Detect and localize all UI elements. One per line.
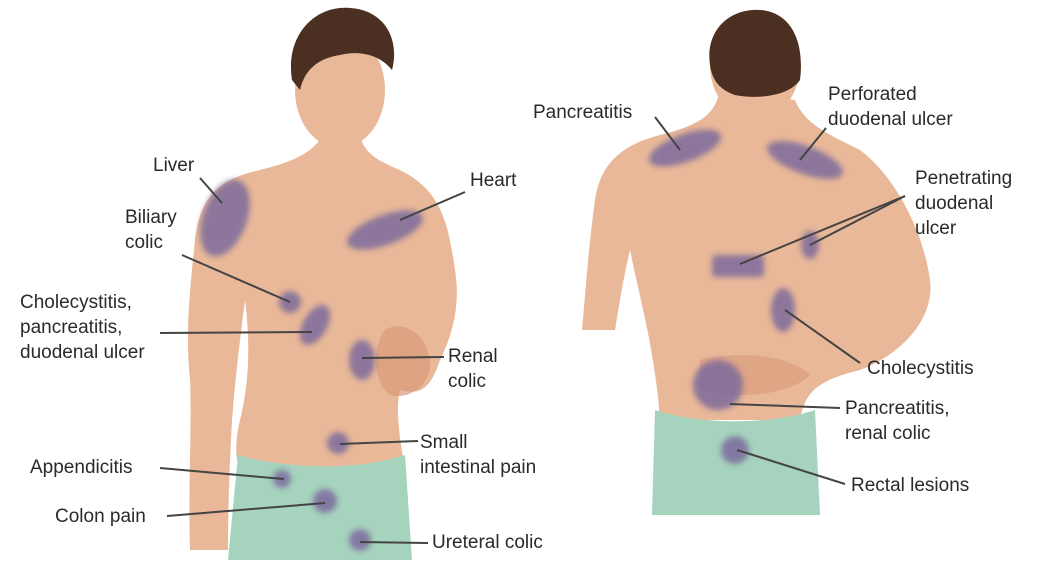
leader-biliary [181, 254, 291, 303]
label-renal-colic: Renal colic [448, 346, 498, 392]
leader-perforated [799, 127, 827, 161]
pain-area-back-right-shoulder [767, 141, 843, 179]
label-liver: Liver [153, 155, 195, 176]
leader-cholecystitis [159, 331, 313, 334]
label-cholecystitis-back: Cholecystitis [867, 358, 974, 379]
leader-liver [199, 177, 223, 204]
front-hair [290, 7, 395, 90]
label-appendicitis: Appendicitis [30, 457, 133, 478]
leader-small-intestine [339, 440, 419, 445]
label-cholecystitis-pancreatitis-duodenal-ulcer: Cholecystitis, pancreatitis, duodenal ul… [20, 292, 145, 363]
pain-area-back-cholecystitis [771, 288, 795, 332]
pain-area-ureter [349, 529, 371, 551]
leader-ureteral [359, 541, 429, 544]
label-pancreatitis-renal-colic: Pancreatitis, renal colic [845, 398, 950, 444]
pain-area-rectal [721, 436, 749, 464]
leader-pancreatitis-renal [729, 403, 841, 409]
label-small-intestinal-pain: Small intestinal pain [420, 432, 537, 478]
label-pancreatitis: Pancreatitis [533, 102, 633, 123]
label-perforated-duodenal-ulcer: Perforated duodenal ulcer [828, 84, 953, 130]
label-ureteral-colic: Ureteral colic [432, 532, 543, 553]
leader-lines [159, 116, 906, 544]
pain-area-renal [349, 340, 375, 380]
pain-area-back-left-shoulder [648, 129, 722, 167]
leader-back-cholecystitis [784, 309, 861, 364]
leader-heart [399, 191, 466, 221]
leader-rectal [736, 449, 846, 485]
pain-area-heart [347, 210, 423, 250]
leader-pancreatitis [654, 116, 681, 151]
front-arm-hand [375, 326, 431, 396]
label-rectal-lesions: Rectal lesions [851, 475, 970, 496]
pain-area-liver [200, 179, 250, 257]
front-figure [187, 7, 457, 560]
leader-penetrating-1 [739, 195, 906, 265]
leader-penetrating-2 [809, 195, 906, 246]
pain-area-colon [313, 489, 337, 513]
leader-appendicitis [159, 467, 285, 480]
label-biliary-colic: Biliary colic [125, 207, 177, 253]
pain-area-small-intestine [327, 432, 349, 454]
leader-colon [166, 502, 326, 517]
back-hair [709, 9, 801, 97]
label-heart: Heart [470, 170, 517, 191]
label-colon-pain: Colon pain [55, 506, 146, 527]
label-penetrating-duodenal-ulcer: Penetrating duodenal ulcer [915, 168, 1013, 239]
pain-areas [200, 129, 843, 551]
pain-area-epigastric [299, 305, 331, 345]
leader-renal [361, 356, 445, 359]
pain-area-lower-back [693, 360, 743, 410]
